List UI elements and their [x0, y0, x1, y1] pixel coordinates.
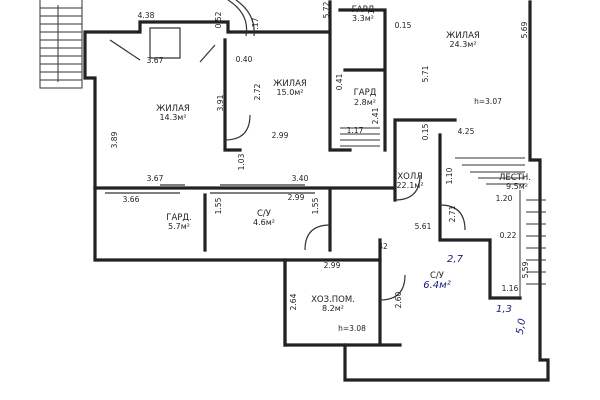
stairs-top-left: [39, 0, 83, 89]
room-su-left-area: 4.6м²: [253, 218, 275, 227]
room-su-right-area: 6.4м²: [423, 280, 450, 291]
dim-0-40: 0.40: [236, 55, 253, 64]
dim-3-67-mid: 3.67: [147, 174, 164, 183]
dim-1-20: 1.20: [496, 194, 513, 203]
dim-0-15-top: 0.15: [395, 21, 412, 30]
dim-1-10: 1.10: [445, 167, 454, 184]
room-gard-left-name: ГАРД.: [166, 213, 191, 223]
room-zhilaya-1-name: ЖИЛАЯ: [156, 104, 190, 114]
dim-3-67-top: 3.67: [147, 56, 164, 65]
room-zhilaya-1-area: 14.3м²: [159, 113, 186, 122]
dim-2-99-c: 2.99: [324, 261, 341, 270]
room-hoz-pom-area: 8.2м²: [322, 304, 344, 313]
dim-4-38: 4.38: [138, 11, 155, 20]
room-gard-top-area: 3.3м²: [352, 14, 374, 23]
dim-0-41: 0.41: [335, 73, 344, 90]
height-hoz: h=3.08: [338, 324, 366, 333]
dim-0-22: 0.22: [500, 231, 517, 240]
room-gard-mid-name: ГАРД: [354, 88, 377, 98]
handwritten-1-3: 1,3: [496, 304, 512, 315]
room-holl-name: ХОЛЛ: [397, 172, 422, 182]
bay-window: [227, 0, 248, 37]
handwritten-notes: 2,7 1,3 5,0: [447, 254, 528, 335]
dim-2-72: 2.72: [253, 83, 262, 100]
dim-3-91: 3.91: [216, 94, 225, 111]
stairs-mid: [340, 127, 380, 147]
room-holl-area: 22.1м²: [396, 181, 423, 190]
dim-3-89: 3.89: [110, 131, 119, 148]
room-su-left-name: С/У: [257, 209, 272, 219]
height-main: h=3.07: [474, 97, 502, 106]
room-lestn-area: 9.5м²: [506, 182, 528, 191]
room-labels: ЖИЛАЯ 14.3м² ЖИЛАЯ 15.0м² ЖИЛАЯ 24.3м² Г…: [156, 5, 531, 313]
dim-1-55-a: 1.55: [214, 197, 223, 214]
dim-5-59: 5.59: [521, 261, 530, 278]
dim-5-71: 5.71: [421, 65, 430, 82]
dim-2-99-a: 2.99: [272, 131, 289, 140]
room-zhilaya-2-name: ЖИЛАЯ: [273, 79, 307, 89]
dim-4-25: 4.25: [458, 127, 475, 136]
dim-1-17-mid: 1.17: [347, 126, 364, 135]
dim-0-52: 0.52: [214, 11, 223, 28]
dim-1-55-b: 1.55: [311, 197, 320, 214]
dim-0-15-mid: 0.15: [421, 123, 430, 140]
dim-2-71: 2.71: [448, 205, 457, 222]
room-zhilaya-3-area: 24.3м²: [449, 40, 476, 49]
door-arcs: [224, 114, 466, 301]
dim-2-41: 2.41: [371, 107, 380, 124]
dim-3-66: 3.66: [123, 195, 140, 204]
dim-1-16: 1.16: [502, 284, 519, 293]
bay-window-inner: [235, 0, 255, 37]
dim-5-72: 5.72: [322, 1, 331, 18]
dim-3-40: 3.40: [292, 174, 309, 183]
dim-42: 42: [378, 242, 388, 251]
room-su-right-name: С/У: [430, 271, 445, 281]
inner-walls: [93, 8, 522, 347]
room-lestn-name: ЛЕСТН.: [499, 173, 531, 183]
room-zhilaya-3-name: ЖИЛАЯ: [446, 31, 480, 41]
handwritten-2-7: 2,7: [447, 254, 464, 265]
room-gard-left-area: 5.7м²: [168, 222, 190, 231]
stairs-right: [455, 157, 546, 300]
room-zhilaya-2-area: 15.0м²: [276, 88, 303, 97]
dim-2-60: 2.60: [394, 291, 403, 308]
room-gard-mid-area: 2.8м²: [354, 98, 376, 107]
dim-5-61: 5.61: [415, 222, 432, 231]
room-gard-top-name: ГАРД: [352, 5, 375, 15]
handwritten-5-0: 5,0: [515, 318, 529, 336]
dimensions: 4.38 0.52 3.67 0.40 1.17 5.72 0.15 5.69 …: [110, 1, 530, 310]
dim-2-64: 2.64: [289, 293, 298, 310]
dim-1-03: 1.03: [237, 153, 246, 170]
room-hoz-pom-name: ХОЗ.ПОМ.: [311, 295, 355, 305]
dim-5-69: 5.69: [520, 21, 529, 38]
dim-2-99-b: 2.99: [288, 193, 305, 202]
heights: h=3.07 h=3.08: [338, 97, 502, 333]
partitions: [105, 27, 315, 194]
dim-1-17-top: 1.17: [251, 17, 260, 34]
